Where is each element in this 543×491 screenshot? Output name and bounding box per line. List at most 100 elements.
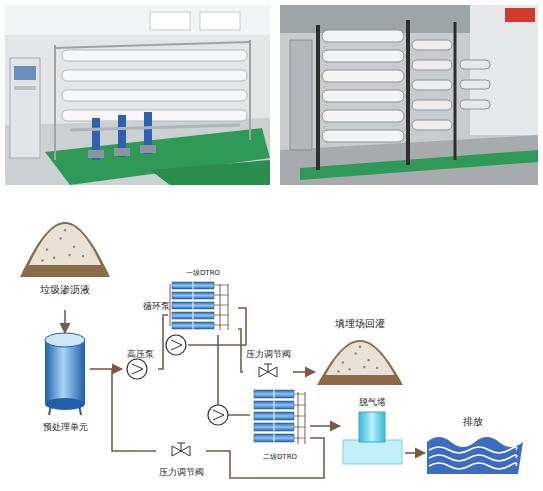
pile-texture — [359, 346, 361, 348]
node-label: 压力调节阀 — [243, 350, 293, 360]
pipe-connector — [158, 315, 168, 369]
equipment-photo-right-part — [316, 25, 320, 170]
pile-texture — [363, 366, 365, 368]
pipe-connector — [206, 438, 324, 478]
pile-texture — [53, 257, 55, 259]
node-label: 一级DTRO — [168, 270, 238, 278]
pile-texture — [337, 370, 339, 372]
equipment-photo-left-part — [14, 86, 36, 90]
equipment-photo-left-part — [5, 118, 270, 185]
membrane-tube — [172, 292, 214, 299]
tank-bottom — [45, 398, 85, 410]
pile-texture — [46, 248, 48, 250]
pretreatment-tank: 预处理单元 — [40, 333, 90, 441]
pile-texture — [64, 229, 66, 231]
wave-line — [429, 455, 517, 461]
equipment-photo-left-part — [249, 40, 251, 140]
valve-symbol: 压力调节阀 — [243, 350, 293, 382]
landfill-pile: 填埋场回灌 — [315, 318, 405, 388]
tube-outlet — [294, 438, 305, 439]
pump-body — [127, 359, 147, 379]
pipe-connector — [293, 371, 315, 373]
equipment-photo-right-part — [454, 22, 457, 160]
tube-outlet — [214, 315, 228, 316]
pipe-connector — [112, 369, 156, 451]
degassing-tower: 脱气塔 — [340, 398, 405, 468]
equipment-photo-left — [5, 5, 270, 185]
pile-texture — [68, 254, 70, 256]
equipment-photo-right-part — [412, 80, 452, 90]
dtro-module: 二级DTRO — [250, 388, 310, 464]
tower-basin — [343, 440, 402, 464]
valve-stem — [264, 364, 272, 365]
membrane-tube — [254, 390, 294, 398]
tube-outlet — [294, 416, 305, 417]
dtro-module-outline — [168, 270, 238, 335]
equipment-photo-left-part — [62, 50, 247, 61]
dtro-module-shape — [254, 390, 305, 444]
valve-symbol: 压力调节阀 — [156, 440, 206, 482]
water-body — [427, 437, 523, 474]
tube-band — [274, 390, 275, 398]
membrane-tube — [254, 434, 294, 442]
equipment-photo-right-part — [412, 40, 452, 50]
leachate-pile-shape — [20, 222, 110, 277]
equipment-photo-left-part — [140, 145, 156, 153]
tube-band — [274, 434, 275, 442]
node-label: 高压泵 — [122, 350, 158, 360]
equipment-photo-right-part — [322, 50, 404, 62]
pump-symbol — [208, 405, 228, 425]
equipment-photo-right-part — [412, 120, 452, 130]
equipment-photo-left-part — [88, 150, 104, 158]
membrane-tube — [254, 412, 294, 420]
pump-symbol: 高压泵 — [122, 350, 158, 380]
equipment-photo-left-part — [62, 70, 247, 81]
valve-symbol-shape — [172, 443, 190, 456]
equipment-photo-left-part — [70, 125, 240, 130]
pipe-connector — [238, 329, 243, 372]
tube-band — [193, 312, 194, 319]
pump-mark — [171, 340, 182, 350]
tower-column — [359, 412, 385, 442]
pile-texture — [342, 361, 344, 363]
equipment-photo-right-part — [290, 40, 312, 150]
membrane-tube — [172, 312, 214, 319]
pile-top — [29, 224, 101, 265]
pump-symbol-part — [213, 410, 224, 420]
tube-outlet — [294, 405, 305, 406]
equipment-photo-right-part — [322, 110, 404, 122]
node-label: 循环泵 — [136, 302, 176, 312]
pile-base — [20, 222, 110, 277]
pipe-connector — [64, 310, 66, 333]
manifold — [298, 392, 299, 444]
tube-band — [274, 412, 275, 420]
equipment-photo-right-part — [300, 150, 538, 180]
tube-band — [193, 302, 194, 309]
equipment-photo-left-part — [62, 90, 247, 101]
pile-texture — [41, 259, 43, 261]
tube-band — [274, 401, 275, 409]
leachate-pile-outline — [15, 222, 115, 310]
equipment-photo-right-part — [280, 5, 538, 185]
pretreatment-tank-shape — [45, 333, 85, 415]
node-label: 填埋场回灌 — [315, 318, 405, 329]
equipment-photo-right-part — [322, 130, 404, 142]
pump-symbol-shape — [166, 335, 186, 355]
membrane-tube — [172, 282, 214, 289]
pump-symbol-part — [208, 405, 228, 425]
pile-texture — [82, 255, 84, 257]
manifold — [220, 284, 221, 330]
membrane-tube — [254, 401, 294, 409]
membrane-tube — [254, 423, 294, 431]
equipment-photo-right-part — [460, 80, 490, 89]
wave-line — [429, 447, 517, 453]
pile-texture — [59, 237, 61, 239]
manifold — [170, 284, 171, 326]
tank-body — [45, 340, 85, 404]
equipment-photo-left-part — [150, 12, 190, 30]
equipment-photo-right-part — [460, 100, 490, 109]
pipe-connector — [405, 452, 425, 454]
pile-base — [317, 340, 403, 385]
